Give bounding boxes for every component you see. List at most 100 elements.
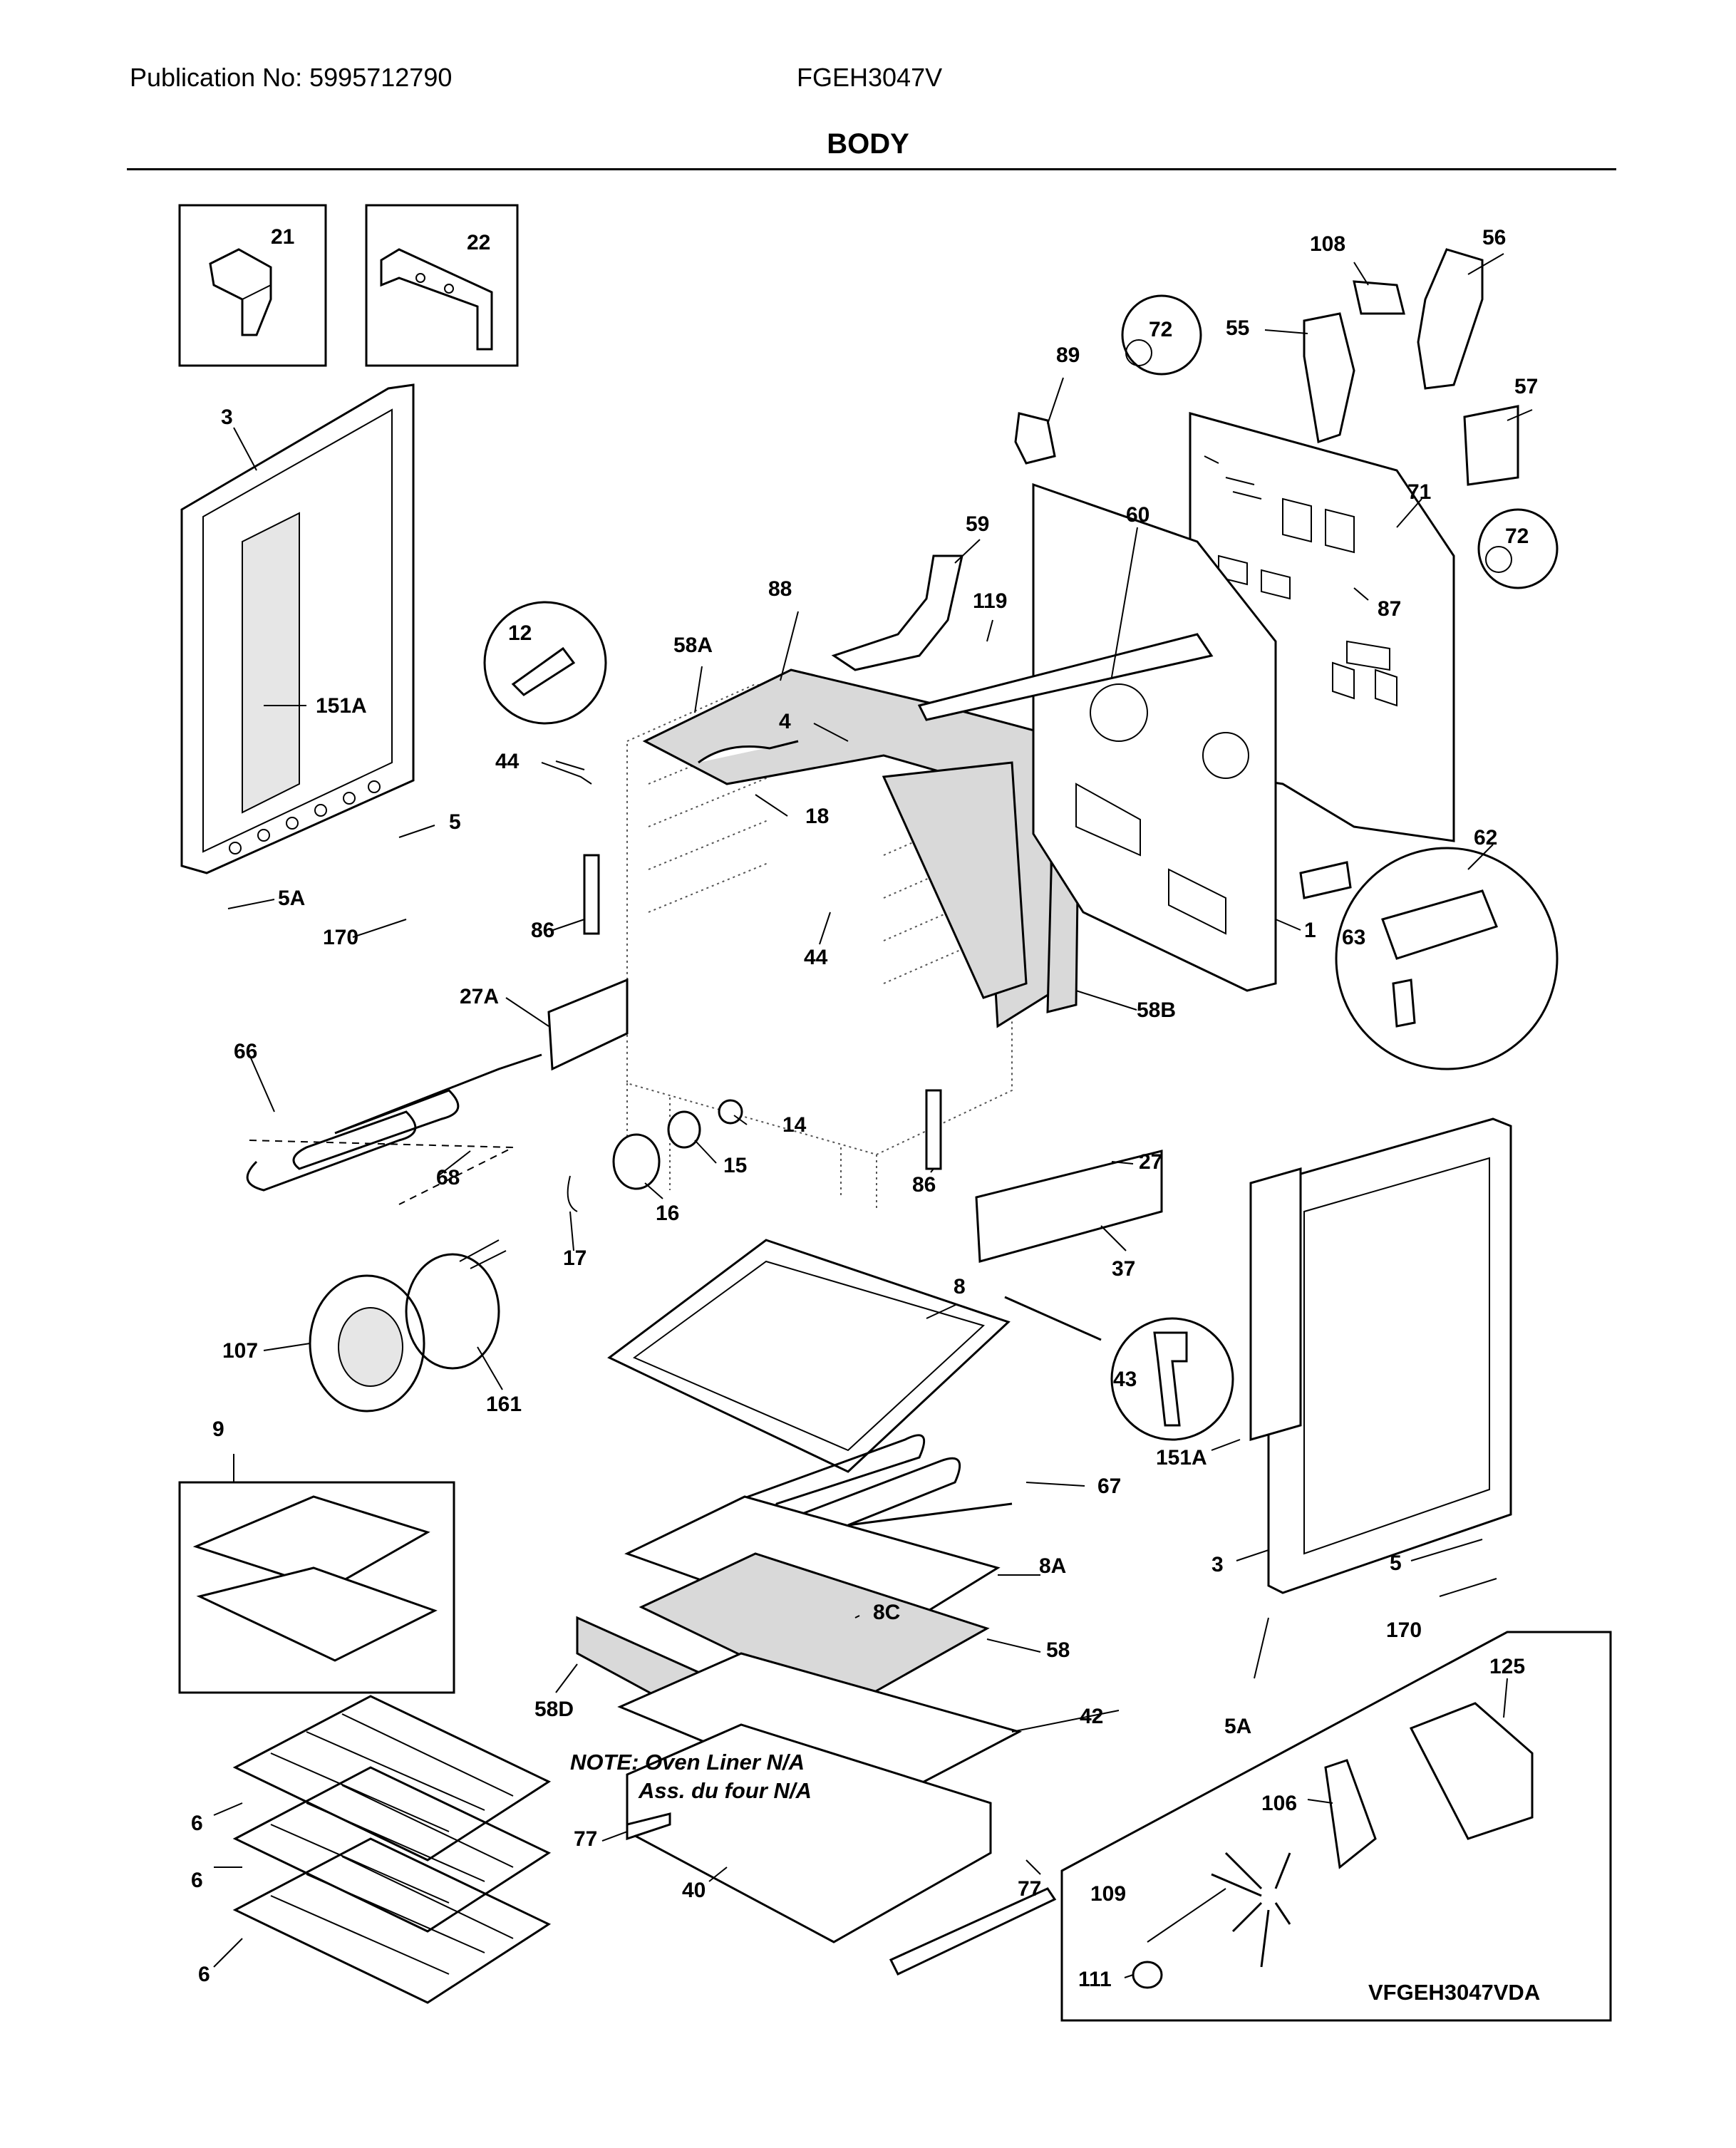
detail-circle-72-right	[1477, 508, 1559, 589]
drawer-slide-left	[626, 1812, 671, 1841]
callout-17: 17	[563, 1246, 587, 1270]
callout-71: 71	[1407, 480, 1431, 504]
callout-161: 161	[486, 1393, 522, 1416]
callout-109: 109	[1090, 1882, 1126, 1906]
callout-6-b: 6	[191, 1869, 203, 1892]
broiler-pan-inset	[178, 1481, 455, 1694]
section-title: BODY	[827, 128, 909, 160]
oven-light-assembly	[567, 1099, 743, 1212]
hinge-86-left	[583, 854, 600, 935]
callout-62: 62	[1474, 826, 1497, 850]
terminal-block	[1299, 861, 1352, 899]
drawing-code: VFGEH3047VDA	[1368, 1980, 1541, 2005]
callout-5a-right: 5A	[1224, 1715, 1251, 1738]
convection-motor-inset	[1060, 1631, 1612, 2022]
callout-56: 56	[1482, 226, 1506, 249]
callout-16: 16	[656, 1202, 679, 1225]
callout-111: 111	[1078, 1968, 1112, 1991]
callout-58a: 58A	[673, 634, 713, 657]
vent-cover-57	[1463, 405, 1519, 486]
note-line-french: Ass. du four N/A	[639, 1778, 812, 1803]
insulation-top	[642, 668, 1056, 1028]
rail-27	[975, 1150, 1163, 1263]
detail-circle-43	[1110, 1317, 1234, 1441]
callout-6-c: 6	[198, 1963, 210, 1986]
callout-59: 59	[966, 512, 989, 536]
callout-44-left: 44	[495, 750, 520, 773]
callout-170-right: 170	[1386, 1618, 1422, 1642]
callout-5-left: 5	[449, 810, 461, 834]
callout-18: 18	[805, 805, 829, 828]
callout-170-left: 170	[323, 926, 358, 949]
callout-77-right: 77	[1018, 1877, 1041, 1901]
detail-circle-62	[1335, 847, 1559, 1070]
callout-107: 107	[222, 1339, 258, 1363]
callout-22: 22	[467, 231, 490, 254]
header-rule	[127, 168, 1616, 170]
callout-3-right: 3	[1211, 1553, 1224, 1576]
callout-6-a: 6	[191, 1812, 203, 1835]
callout-15: 15	[723, 1154, 747, 1177]
callout-108: 108	[1310, 232, 1345, 256]
callout-42: 42	[1080, 1705, 1103, 1728]
duct-59	[831, 554, 963, 671]
callout-89: 89	[1056, 344, 1080, 367]
hinge-86-mid	[925, 1089, 942, 1170]
callout-77-left: 77	[574, 1827, 597, 1851]
oven-liner-note: NOTE: Oven Liner N/A Ass. du four N/A	[570, 1748, 812, 1805]
callout-86-left: 86	[531, 919, 554, 942]
callout-8: 8	[954, 1275, 966, 1298]
bracket-60	[917, 633, 1214, 721]
callout-88: 88	[768, 577, 792, 601]
callout-37: 37	[1112, 1257, 1135, 1281]
callout-58b: 58B	[1137, 998, 1176, 1022]
oven-cavity	[626, 683, 1013, 1212]
callout-40: 40	[682, 1879, 706, 1902]
callout-21: 21	[271, 225, 294, 249]
callout-125: 125	[1489, 1655, 1525, 1678]
callout-3-left: 3	[221, 406, 233, 429]
callout-68: 68	[436, 1166, 460, 1189]
callout-66: 66	[234, 1040, 257, 1063]
detail-circle-72-top	[1121, 294, 1202, 376]
callout-72-right: 72	[1505, 525, 1529, 548]
side-panel-left	[180, 383, 415, 874]
oven-racks	[232, 1695, 552, 2004]
control-bracket-assembly	[1303, 248, 1484, 443]
bracket-89	[1014, 412, 1056, 465]
convection-cover	[309, 1274, 425, 1413]
callout-67: 67	[1097, 1475, 1121, 1498]
side-panel-right	[1249, 1117, 1512, 1594]
callout-58d: 58D	[534, 1698, 574, 1721]
broil-element	[246, 1053, 542, 1192]
rail-27a	[547, 978, 629, 1071]
leader-lines	[213, 253, 1533, 1978]
model-number: FGEH3047V	[797, 63, 943, 92]
callout-12: 12	[508, 621, 532, 645]
callout-43: 43	[1113, 1368, 1137, 1391]
callout-87: 87	[1378, 597, 1401, 621]
note-line-english: NOTE: Oven Liner N/A	[570, 1750, 805, 1775]
callout-4: 4	[779, 710, 791, 733]
callout-58: 58	[1046, 1638, 1070, 1662]
convection-element	[405, 1239, 507, 1370]
callout-5-right: 5	[1390, 1551, 1402, 1575]
inner-back-panel	[1032, 482, 1277, 992]
callout-1: 1	[1304, 919, 1316, 942]
callout-72-top: 72	[1149, 318, 1172, 341]
callout-151a-left: 151A	[316, 694, 367, 718]
inset-part-22	[365, 204, 519, 367]
callout-27a: 27A	[460, 985, 499, 1008]
callout-8a: 8A	[1039, 1554, 1066, 1578]
callout-14: 14	[782, 1113, 807, 1137]
drawer-slide-right	[889, 1887, 1057, 1976]
callout-86-mid: 86	[912, 1173, 936, 1197]
callout-8c: 8C	[873, 1601, 900, 1624]
callout-55: 55	[1226, 316, 1249, 340]
oven-bottom	[607, 1239, 1011, 1473]
detail-circle-12	[483, 601, 607, 725]
callout-106: 106	[1261, 1792, 1297, 1815]
callout-labels: 21 22 3 151A 12 44 5 5A 170 86 27A 66 68…	[191, 225, 1538, 1991]
inset-part-21	[178, 204, 327, 367]
